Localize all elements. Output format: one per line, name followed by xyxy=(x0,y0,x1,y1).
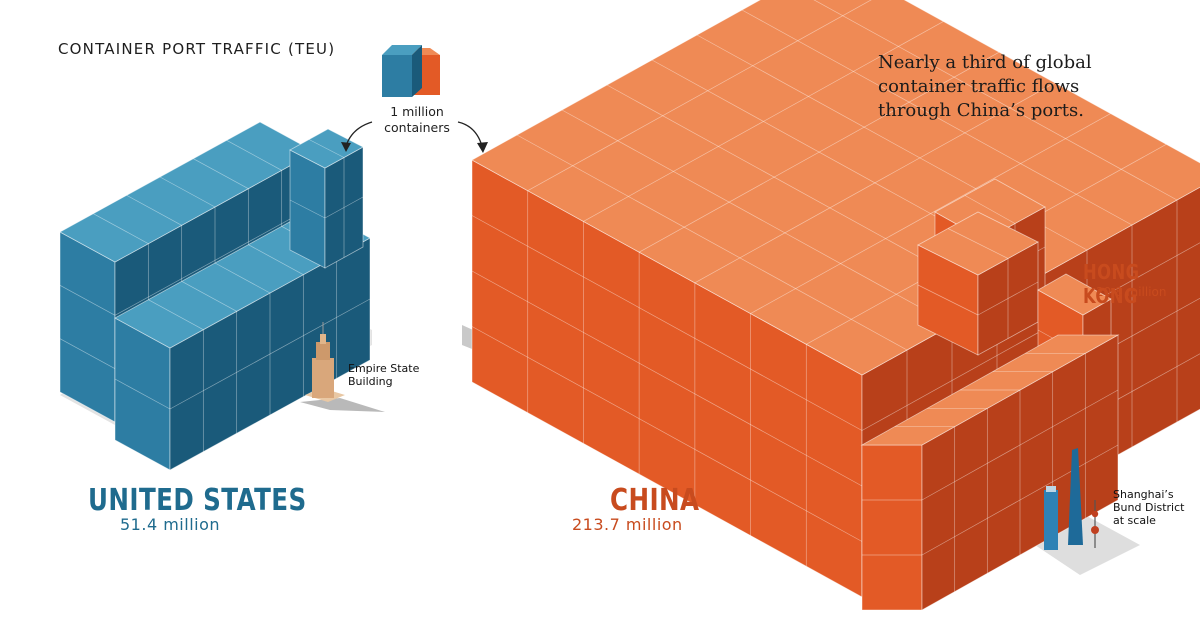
china-block-step-lower-top xyxy=(917,211,1039,276)
value-united-states: 51.4 million xyxy=(120,515,221,534)
legend-label: 1 million containers xyxy=(362,104,472,136)
arrow-to-us-head xyxy=(341,142,351,152)
hongkong-block-front-side-row xyxy=(921,389,1119,501)
legend-blue-container-side xyxy=(412,45,422,97)
legend-label-line2: containers xyxy=(384,120,450,135)
china-block-main-front-row xyxy=(471,215,863,431)
empire-state-label-line2: Building xyxy=(348,375,393,388)
us-block-front-front-row xyxy=(114,378,171,410)
us-block-back-top-row xyxy=(193,158,249,189)
us-block-front-top-row xyxy=(181,281,237,312)
hongkong-block-front-front xyxy=(861,444,923,611)
hongkong-block-front-side-row xyxy=(921,444,1119,556)
china-block-main-front-row xyxy=(471,270,863,487)
china-block-main-top-row xyxy=(741,9,1133,226)
shanghai-label: Shanghai’s Bund District at scale xyxy=(1113,488,1184,527)
empire-shadow xyxy=(300,398,385,412)
us-block-back-front xyxy=(59,231,116,423)
legend-arrows xyxy=(341,121,488,153)
china-block-main-top-col xyxy=(638,51,1000,253)
arrow-to-china-head xyxy=(477,142,488,153)
us-block-raised-front-row xyxy=(289,199,326,219)
value-hong-kong: 20.8 million xyxy=(1096,285,1167,299)
china-block-step-lower-side-row xyxy=(977,281,1039,316)
us-block-back-top-row xyxy=(126,195,182,226)
china-block-step-lower-front-row xyxy=(917,284,979,316)
empire-upper xyxy=(316,342,330,360)
empire-crown xyxy=(320,334,326,344)
label-united-states: UNITED STATES xyxy=(88,483,307,518)
china-block-main-top-col xyxy=(750,113,1111,314)
empire-state-label-line1: Empire State xyxy=(348,362,420,375)
china-block-main-top-col xyxy=(527,0,872,192)
pearl-tower-sphere-upper xyxy=(1091,510,1099,518)
us-block-back-front-row xyxy=(59,285,116,316)
us-block-raised-top xyxy=(289,128,364,169)
china-block-main-top-col xyxy=(583,21,944,222)
china-block-main-front-row xyxy=(471,326,863,542)
us-block-back-top-row xyxy=(226,140,282,171)
label-china: CHINA xyxy=(610,483,700,518)
tower-left-top xyxy=(1046,486,1056,492)
china-block-main-top-row xyxy=(516,134,908,351)
container-blocks xyxy=(59,0,1200,611)
pearl-tower-sphere-lower xyxy=(1091,526,1099,534)
china-block-main-top-col xyxy=(694,82,1056,284)
label-hong-kong: HONG KONG xyxy=(1083,260,1140,308)
us-block-front-side-row xyxy=(169,298,371,410)
legend-blue-container xyxy=(382,55,412,97)
legend-containers xyxy=(382,45,440,97)
shanghai-tower xyxy=(1068,448,1083,545)
china-block-main-top-row xyxy=(561,109,953,326)
us-block-back-top-row xyxy=(93,213,149,244)
hongkong-block-front-top xyxy=(860,334,1120,446)
us-block-front-top-row xyxy=(248,244,304,275)
shanghai-label-line3: at scale xyxy=(1113,514,1156,527)
annotation-note: Nearly a third of global container traff… xyxy=(878,52,1092,121)
hongkong-block-tall-top xyxy=(1037,273,1112,316)
shanghai-label-line1: Shanghai’s xyxy=(1113,488,1174,501)
us-block-front-top-row xyxy=(214,262,271,294)
china-block-main-top-row xyxy=(813,0,1178,201)
empire-state-building xyxy=(300,322,385,412)
shanghai-skyline xyxy=(1044,448,1099,550)
china-block-step-lower-top-row xyxy=(947,228,1009,259)
shanghai-label-line2: Bund District xyxy=(1113,501,1185,514)
us-block-front-top-row xyxy=(148,299,204,330)
us-block-back-side-row xyxy=(114,205,316,316)
china-block-step-upper-top-row xyxy=(964,195,1016,224)
us-block-back-top-row xyxy=(159,176,216,208)
legend-label-line1: 1 million xyxy=(390,104,444,119)
value-china: 213.7 million xyxy=(572,515,683,534)
empire-body xyxy=(312,358,334,398)
empire-state-label: Empire State Building xyxy=(348,362,419,388)
us-block-back-front-row xyxy=(59,338,116,369)
legend-blue-container-top xyxy=(382,45,422,55)
tower-left xyxy=(1044,490,1058,550)
us-block-raised-top-row xyxy=(308,139,345,158)
us-block-raised-side-row xyxy=(324,196,364,219)
chart-title: CONTAINER PORT TRAFFIC (TEU) xyxy=(58,40,336,58)
